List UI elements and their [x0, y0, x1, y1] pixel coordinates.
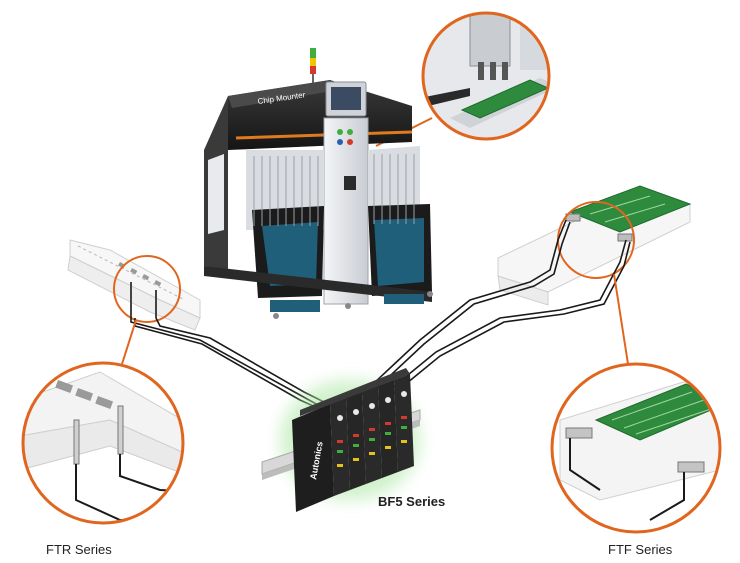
ftr-small-callout	[113, 255, 181, 323]
bf5-series-caption: BF5 Series	[378, 494, 446, 509]
ftr-detail-callout	[21, 361, 185, 525]
ftf-detail-callout	[550, 362, 722, 534]
right-feeder-bank	[368, 146, 432, 296]
chip-mounter-machine: Chip Mounter	[204, 48, 433, 319]
left-conveyor-rail	[67, 239, 201, 331]
ftr-series-caption: FTR Series	[46, 542, 112, 557]
ftr-fiber-head	[130, 282, 157, 318]
bf5-amplifier-group: Autonics	[261, 368, 421, 512]
ftf-series-caption: FTF Series	[608, 542, 673, 557]
placement-head-callout	[421, 11, 551, 141]
right-pcb-board	[568, 185, 692, 233]
